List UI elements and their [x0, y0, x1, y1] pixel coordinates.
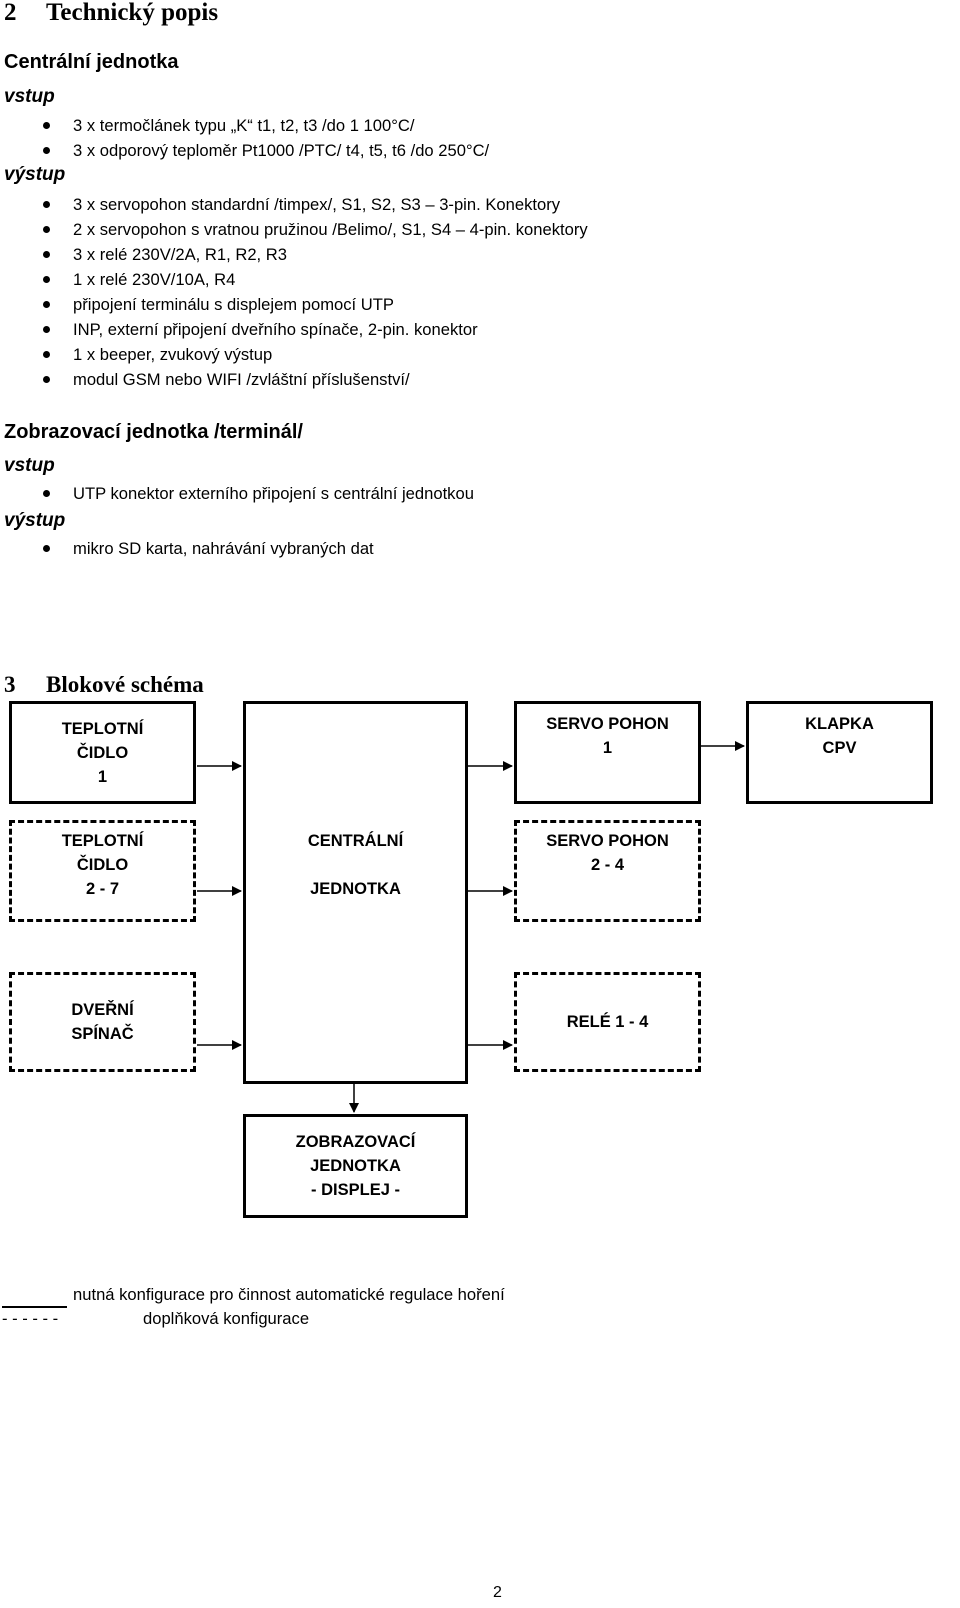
bullet-icon: [43, 545, 50, 552]
central-unit-heading: Centrální jednotka: [4, 51, 179, 73]
central-input-label: vstup: [4, 86, 55, 107]
list-item: 1 x relé 230V/10A, R4: [0, 267, 900, 292]
box-servo-1: SERVO POHON 1: [514, 701, 701, 804]
section-title: Blokové schéma: [46, 672, 204, 697]
list-item: mikro SD karta, nahrávání vybraných dat: [0, 536, 900, 561]
bullet-icon: [43, 490, 50, 497]
display-unit-heading: Zobrazovací jednotka /terminál/: [4, 421, 303, 443]
box-display-unit: ZOBRAZOVACÍ JEDNOTKA - DISPLEJ -: [243, 1114, 468, 1218]
display-input-label: vstup: [4, 455, 55, 476]
legend-dashed-symbol: - - - - - -: [2, 1309, 59, 1328]
box-temp-sensor-1: TEPLOTNÍ ČIDLO 1: [9, 701, 196, 804]
bullet-icon: [43, 326, 50, 333]
section-title: Technický popis: [46, 0, 219, 26]
bullet-icon: [43, 376, 50, 383]
list-item: INP, externí připojení dveřního spínače,…: [0, 317, 900, 342]
list-item: UTP konektor externího připojení s centr…: [0, 481, 900, 506]
box-temp-sensor-2-7: TEPLOTNÍ ČIDLO 2 - 7: [9, 820, 196, 922]
box-servo-2-4: SERVO POHON 2 - 4: [514, 820, 701, 922]
legend-dashed-text: doplňková konfigurace: [143, 1309, 310, 1328]
list-item: 3 x servopohon standardní /timpex/, S1, …: [0, 192, 900, 217]
list-item: modul GSM nebo WIFI /zvláštní příslušens…: [0, 367, 900, 392]
bullet-icon: [43, 251, 50, 258]
section-2-heading: 2 Technický popis: [4, 0, 218, 26]
bullet-icon: [43, 351, 50, 358]
page-number: 2: [493, 1584, 502, 1601]
list-item: 3 x odporový teploměr Pt1000 /PTC/ t4, t…: [0, 138, 900, 163]
bullet-icon: [43, 276, 50, 283]
bullet-icon: [43, 147, 50, 154]
list-item: 1 x beeper, zvukový výstup: [0, 342, 900, 367]
box-relay: RELÉ 1 - 4: [514, 972, 701, 1072]
box-flap-cpv: KLAPKA CPV: [746, 701, 933, 804]
legend-solid-text: nutná konfigurace pro činnost automatick…: [73, 1285, 505, 1304]
list-item: 3 x relé 230V/2A, R1, R2, R3: [0, 242, 900, 267]
bullet-icon: [43, 301, 50, 308]
section-number: 2: [4, 0, 17, 26]
section-3-heading: 3 Blokové schéma: [4, 672, 204, 698]
bullet-icon: [43, 122, 50, 129]
central-output-label: výstup: [4, 164, 66, 185]
display-output-label: výstup: [4, 510, 66, 531]
section-number: 3: [4, 672, 16, 697]
bullet-icon: [43, 226, 50, 233]
box-central-unit: CENTRÁLNÍ JEDNOTKA: [243, 701, 468, 1084]
bullet-icon: [43, 201, 50, 208]
box-door-switch: DVEŘNÍ SPÍNAČ: [9, 972, 196, 1072]
list-item: 2 x servopohon s vratnou pružinou /Belim…: [0, 217, 900, 242]
list-item: 3 x termočlánek typu „K“ t1, t2, t3 /do …: [0, 113, 900, 138]
list-item: připojení terminálu s displejem pomocí U…: [0, 292, 900, 317]
legend-solid-line: [2, 1306, 67, 1308]
